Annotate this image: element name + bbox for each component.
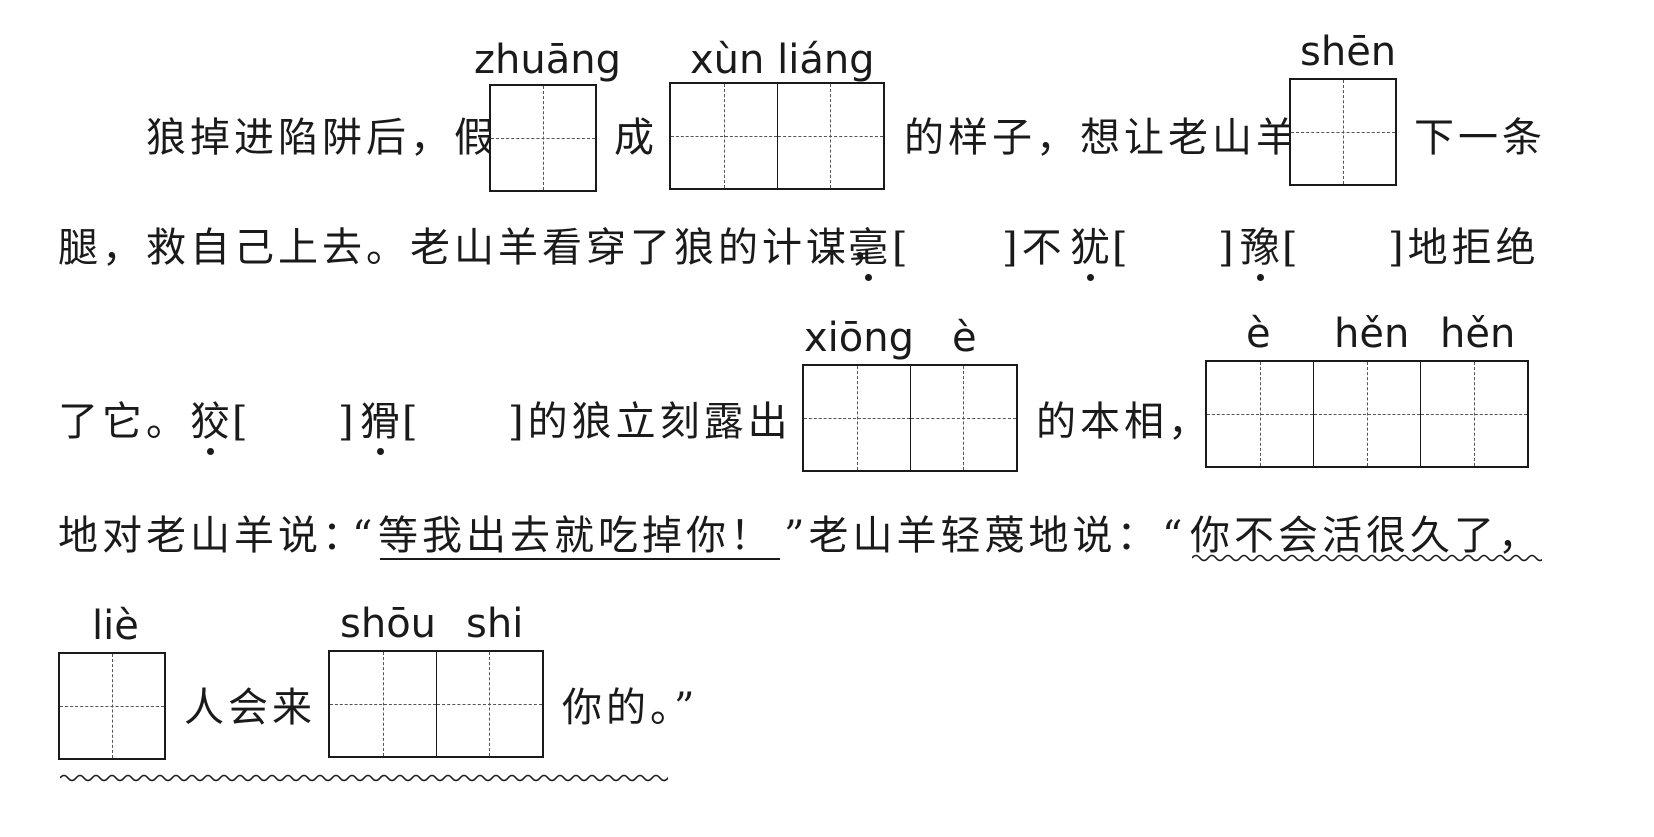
writing-grid-shou-shi[interactable] <box>328 650 544 758</box>
dotted-char-you: 犹 <box>1070 225 1114 271</box>
underlined-quote: 等我出去就吃掉你！ <box>378 513 774 559</box>
text-line1-b: 成 <box>614 115 658 161</box>
text-line3-c: 的本相， <box>1036 399 1212 445</box>
grid-cell[interactable] <box>491 86 595 190</box>
writing-grid-lie[interactable] <box>58 652 166 760</box>
text-line3-b: ]的狼立刻露出 <box>508 399 792 445</box>
pinyin-zhuang: zhuāng <box>474 37 621 83</box>
pinyin-shou: shōu <box>340 601 437 647</box>
bracket-close: ] <box>338 399 358 445</box>
wavy-underlined-text: 你不会活很久了， <box>1190 513 1542 559</box>
pinyin-shen: shēn <box>1300 29 1397 75</box>
bracket-open: [ <box>402 399 422 445</box>
text-line5-a: 人会来 <box>184 685 316 731</box>
text-line2-c: ]地拒绝 <box>1388 225 1540 271</box>
text-line2-a: 腿，救自己上去。老山羊看穿了狼的计谋， <box>58 225 894 271</box>
open-quote: “ <box>352 513 377 559</box>
pinyin-hen: hěn <box>1440 311 1516 357</box>
open-quote: “ <box>1162 513 1187 559</box>
writing-grid-e-hen-hen[interactable] <box>1205 360 1529 468</box>
writing-grid-shen[interactable] <box>1289 78 1397 186</box>
text-line4-a: 地对老山羊说： <box>58 513 366 559</box>
grid-cell[interactable] <box>60 654 164 758</box>
wavy-underline <box>1192 552 1542 564</box>
straight-underline <box>380 558 780 560</box>
dotted-char-yu: 豫 <box>1240 225 1284 271</box>
text-line1-c: 的样子，想让老山羊 <box>904 115 1300 161</box>
text-line1-d: 下一条 <box>1414 115 1546 161</box>
pinyin-lie: liè <box>92 603 139 649</box>
dotted-char-hua: 猾 <box>360 399 404 445</box>
text-line4-b: ”老山羊轻蔑地说： <box>784 513 1161 559</box>
bracket-close: ] <box>1218 225 1238 271</box>
grid-cell[interactable] <box>1421 362 1527 466</box>
writing-grid-xun-liang[interactable] <box>669 82 885 190</box>
pinyin-xun-liang: xùn liáng <box>690 37 875 83</box>
grid-cell[interactable] <box>910 366 1017 470</box>
emphasis-dot <box>207 448 214 455</box>
emphasis-dot <box>865 274 872 281</box>
wavy-underline <box>60 772 668 784</box>
bracket-open: [ <box>892 225 912 271</box>
dotted-char-hao: 毫 <box>848 225 892 271</box>
pinyin-e: è <box>1246 311 1271 357</box>
text-line3-a: 了它。 <box>58 399 190 445</box>
emphasis-dot <box>1257 274 1264 281</box>
grid-cell[interactable] <box>671 84 778 188</box>
grid-cell[interactable] <box>436 652 543 756</box>
text-line1-a: 狼掉进陷阱后，假 <box>146 115 498 161</box>
text-line5-b: 你的。” <box>562 685 699 731</box>
emphasis-dot <box>377 448 384 455</box>
grid-cell[interactable] <box>1291 80 1395 184</box>
emphasis-dot <box>1087 274 1094 281</box>
grid-cell[interactable] <box>777 84 884 188</box>
pinyin-hen: hěn <box>1334 311 1410 357</box>
text-line2-b: ]不 <box>1002 225 1066 271</box>
grid-cell[interactable] <box>804 366 911 470</box>
pinyin-e: è <box>952 315 977 361</box>
bracket-open: [ <box>232 399 252 445</box>
grid-cell[interactable] <box>1207 362 1314 466</box>
writing-grid-zhuang[interactable] <box>489 84 597 192</box>
bracket-open: [ <box>1112 225 1132 271</box>
grid-cell[interactable] <box>330 652 437 756</box>
bracket-open: [ <box>1282 225 1302 271</box>
writing-grid-xiong-e[interactable] <box>802 364 1018 472</box>
dotted-char-jiao: 狡 <box>190 399 234 445</box>
grid-cell[interactable] <box>1314 362 1421 466</box>
pinyin-xiong: xiōng <box>804 315 914 361</box>
pinyin-shi: shi <box>466 601 524 647</box>
